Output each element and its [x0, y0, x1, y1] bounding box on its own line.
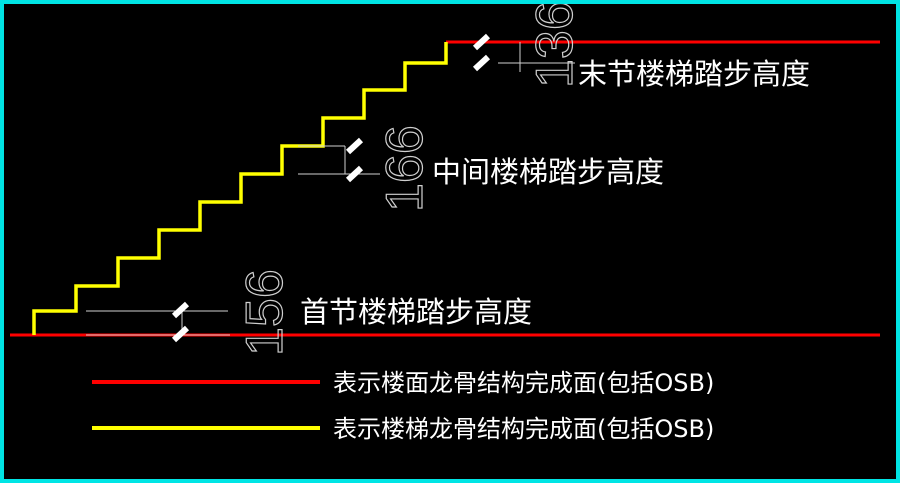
dimension-value-middle: 166	[376, 125, 434, 212]
tick-mark-last	[472, 33, 491, 72]
label-last-step-height: 末节楼梯踏步高度	[578, 57, 810, 91]
dimension-last	[498, 42, 575, 72]
dimension-first	[86, 310, 230, 336]
dimension-value-first: 156	[236, 269, 294, 356]
stair-profile	[32, 42, 448, 335]
legend: 表示楼面龙骨结构完成面(包括OSB) 表示楼梯龙骨结构完成面(包括OSB)	[92, 369, 714, 443]
tick-mark-first	[171, 301, 190, 343]
label-first-step-height: 首节楼梯踏步高度	[300, 295, 532, 329]
tick-mark-middle	[345, 137, 364, 183]
stair-diagram: 136 166 156 末节楼梯踏步高度 中间楼梯踏步高度 首节楼梯踏步高度 表…	[10, 4, 880, 443]
dimension-value-last: 136	[526, 4, 584, 88]
label-middle-step-height: 中间楼梯踏步高度	[432, 155, 664, 189]
legend-text-floor: 表示楼面龙骨结构完成面(包括OSB)	[333, 369, 714, 397]
dimension-middle	[298, 145, 380, 175]
drawing-canvas: 136 166 156 末节楼梯踏步高度 中间楼梯踏步高度 首节楼梯踏步高度 表…	[4, 4, 896, 479]
legend-text-stair: 表示楼梯龙骨结构完成面(包括OSB)	[333, 415, 714, 443]
